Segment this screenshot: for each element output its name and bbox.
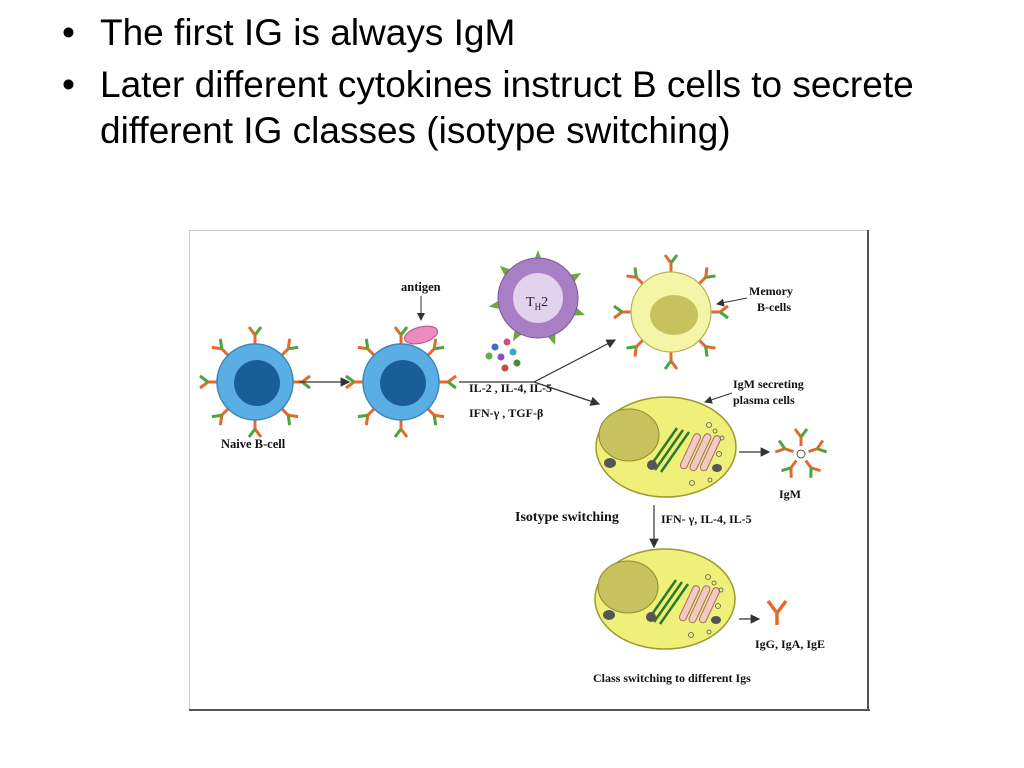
isotype-switching-diagram: Naive B-cell antigen bbox=[189, 230, 870, 711]
memory-label-1: Memory bbox=[749, 284, 793, 298]
igm-label: IgM bbox=[779, 487, 801, 501]
naive-b-cell bbox=[198, 325, 312, 439]
th2-sub: H bbox=[535, 302, 542, 312]
memory-b-cell bbox=[612, 253, 730, 371]
bullet-marker: • bbox=[62, 64, 75, 105]
plasma-label-1: IgM secreting bbox=[733, 377, 804, 391]
switched-plasma-cell bbox=[594, 548, 736, 650]
bullet-item: • The first IG is always IgM bbox=[62, 10, 1012, 56]
antigen-label: antigen bbox=[401, 280, 441, 294]
diagram-svg: Naive B-cell antigen bbox=[189, 230, 870, 711]
arrow-to-plasma bbox=[533, 381, 601, 406]
cytokines-line1: IL-2 , IL-4, IL-5 bbox=[469, 381, 552, 395]
th2-cell: TH2 bbox=[488, 250, 585, 345]
switch-cytokines-label: IFN- γ, IL-4, IL-5 bbox=[661, 512, 752, 526]
figure-caption: Class switching to different Igs bbox=[593, 671, 751, 685]
bullet-marker: • bbox=[62, 12, 75, 53]
memory-pointer bbox=[716, 297, 748, 307]
igm-plasma-cell bbox=[595, 396, 737, 498]
isotype-switching-label: Isotype switching bbox=[515, 510, 619, 525]
arrow-to-memory bbox=[533, 339, 617, 383]
naive-b-cell-label: Naive B-cell bbox=[221, 437, 286, 451]
activated-b-cell bbox=[344, 325, 458, 439]
classes-label: IgG, IgA, IgE bbox=[755, 637, 825, 651]
bullet-item: • Later different cytokines instruct B c… bbox=[62, 62, 1012, 154]
plasma-label-2: plasma cells bbox=[733, 393, 795, 407]
th2-main: T bbox=[526, 295, 535, 310]
bullet-text: The first IG is always IgM bbox=[100, 12, 516, 53]
svg-text:TH2: TH2 bbox=[526, 295, 548, 312]
cytokines-line2: IFN-γ , TGF-β bbox=[469, 406, 543, 420]
cytokine-dots bbox=[485, 338, 521, 372]
bullet-text: Later different cytokines instruct B cel… bbox=[100, 64, 914, 151]
igm-pentamer bbox=[773, 427, 829, 480]
bullet-list: • The first IG is always IgM • Later dif… bbox=[62, 10, 1012, 160]
switched-antibody bbox=[766, 599, 788, 625]
th2-num: 2 bbox=[541, 295, 548, 310]
memory-label-2: B-cells bbox=[757, 300, 791, 314]
antigen-shape bbox=[403, 325, 439, 345]
plasma-pointer bbox=[704, 392, 733, 404]
